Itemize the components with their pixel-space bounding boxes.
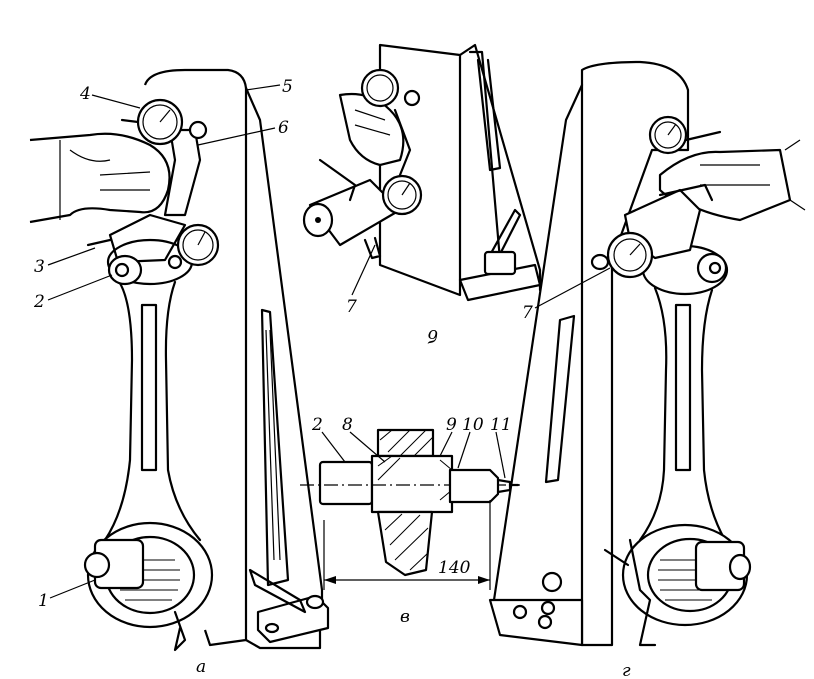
callout-7b-leader bbox=[351, 244, 376, 296]
panel-label-b: б bbox=[427, 325, 438, 345]
panel-g-dial-indicator-upper bbox=[648, 115, 722, 155]
panel-b-fixture bbox=[378, 43, 542, 302]
callout-2v: 2 bbox=[311, 415, 323, 435]
panel-g-dial-indicator-lower bbox=[590, 231, 654, 279]
callout-7g: 7 bbox=[522, 303, 533, 323]
panel-a-dial-indicator-lower bbox=[167, 223, 220, 270]
callout-7b: 7 bbox=[346, 297, 357, 317]
panel-v-section bbox=[300, 428, 520, 590]
callout-1: 1 bbox=[38, 591, 49, 611]
callout-10: 10 bbox=[462, 415, 484, 435]
panel-a-indicator-holder bbox=[86, 128, 202, 286]
panel-label-a: а bbox=[196, 657, 206, 677]
callout-8: 8 bbox=[342, 415, 353, 435]
callout-2: 2 bbox=[33, 292, 45, 312]
callout-3: 3 bbox=[34, 257, 45, 277]
panel-b-mandrel bbox=[302, 158, 402, 260]
panel-g-connecting-rod bbox=[603, 244, 752, 647]
callout-9: 9 bbox=[446, 415, 457, 435]
panel-b-dial-indicators bbox=[360, 68, 423, 216]
callout-7g-leader bbox=[534, 267, 611, 309]
panel-a-callouts bbox=[47, 84, 281, 599]
panel-a-dial-indicator-4 bbox=[120, 98, 208, 146]
dimension-140: 140 bbox=[438, 558, 471, 578]
callout-5: 5 bbox=[282, 77, 293, 97]
callout-4: 4 bbox=[79, 84, 91, 104]
panel-a-hand bbox=[29, 132, 171, 224]
panel-v-callouts bbox=[321, 431, 506, 479]
panel-label-v: в bbox=[400, 607, 410, 627]
panel-g-fixture bbox=[488, 60, 690, 647]
callout-11: 11 bbox=[490, 415, 512, 435]
callout-6: 6 bbox=[278, 118, 289, 138]
panel-label-g: г bbox=[622, 661, 631, 679]
